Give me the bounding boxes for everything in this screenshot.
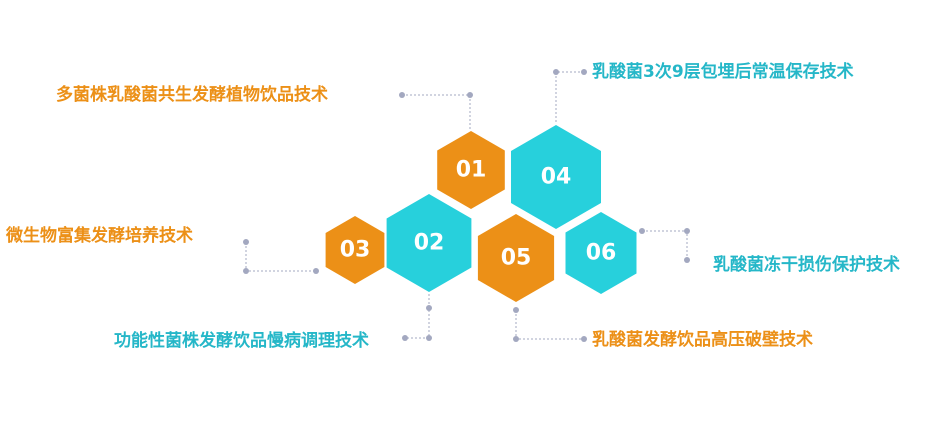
hexagon-06-number: 06 xyxy=(586,241,617,266)
connector-02 xyxy=(405,294,430,339)
dot xyxy=(684,228,690,234)
connector-03 xyxy=(245,242,316,272)
dot xyxy=(553,69,559,75)
hexagon-06: 06 xyxy=(565,212,637,294)
hexagon-01: 01 xyxy=(437,131,505,209)
hexagon-02-number: 02 xyxy=(414,231,445,256)
dot xyxy=(581,69,587,75)
label-04: 乳酸菌3次9层包埋后常温保存技术 xyxy=(592,62,854,82)
dot xyxy=(639,228,645,234)
connector-04 xyxy=(555,71,584,122)
label-03: 微生物富集发酵培养技术 xyxy=(6,226,193,246)
dot xyxy=(426,305,432,311)
dot xyxy=(513,336,519,342)
label-05: 乳酸菌发酵饮品高压破壁技术 xyxy=(592,330,813,350)
connector-06 xyxy=(642,230,688,260)
dot xyxy=(684,257,690,263)
dot xyxy=(243,268,249,274)
hexagon-03-shape xyxy=(325,216,385,284)
dot xyxy=(399,92,405,98)
dot xyxy=(467,92,473,98)
hexagon-02: 02 xyxy=(386,194,472,292)
dot xyxy=(426,335,432,341)
hexagon-04: 04 xyxy=(511,125,601,229)
label-01: 多菌株乳酸菌共生发酵植物饮品技术 xyxy=(56,85,328,105)
hexagon-01-shape xyxy=(437,131,505,209)
dot xyxy=(513,307,519,313)
hexagon-05: 05 xyxy=(477,214,555,302)
hexagon-03: 03 xyxy=(325,216,385,284)
hexagon-04-shape xyxy=(511,125,601,229)
connector-dots xyxy=(243,69,690,342)
connector-01 xyxy=(402,94,471,130)
hexagon-05-shape xyxy=(477,214,555,302)
hexagon-05-number: 05 xyxy=(501,246,532,271)
hexagon-06-shape xyxy=(565,212,637,294)
connector-05 xyxy=(515,310,584,340)
dot xyxy=(243,239,249,245)
dot xyxy=(313,268,319,274)
dot xyxy=(402,335,408,341)
dot xyxy=(581,336,587,342)
hexagon-04-number: 04 xyxy=(541,165,572,190)
hexagon-01-number: 01 xyxy=(456,158,487,183)
hexagon-02-shape xyxy=(386,194,472,292)
label-06: 乳酸菌冻干损伤保护技术 xyxy=(713,255,900,275)
hexagon-03-number: 03 xyxy=(340,238,371,263)
label-02: 功能性菌株发酵饮品慢病调理技术 xyxy=(114,331,369,351)
